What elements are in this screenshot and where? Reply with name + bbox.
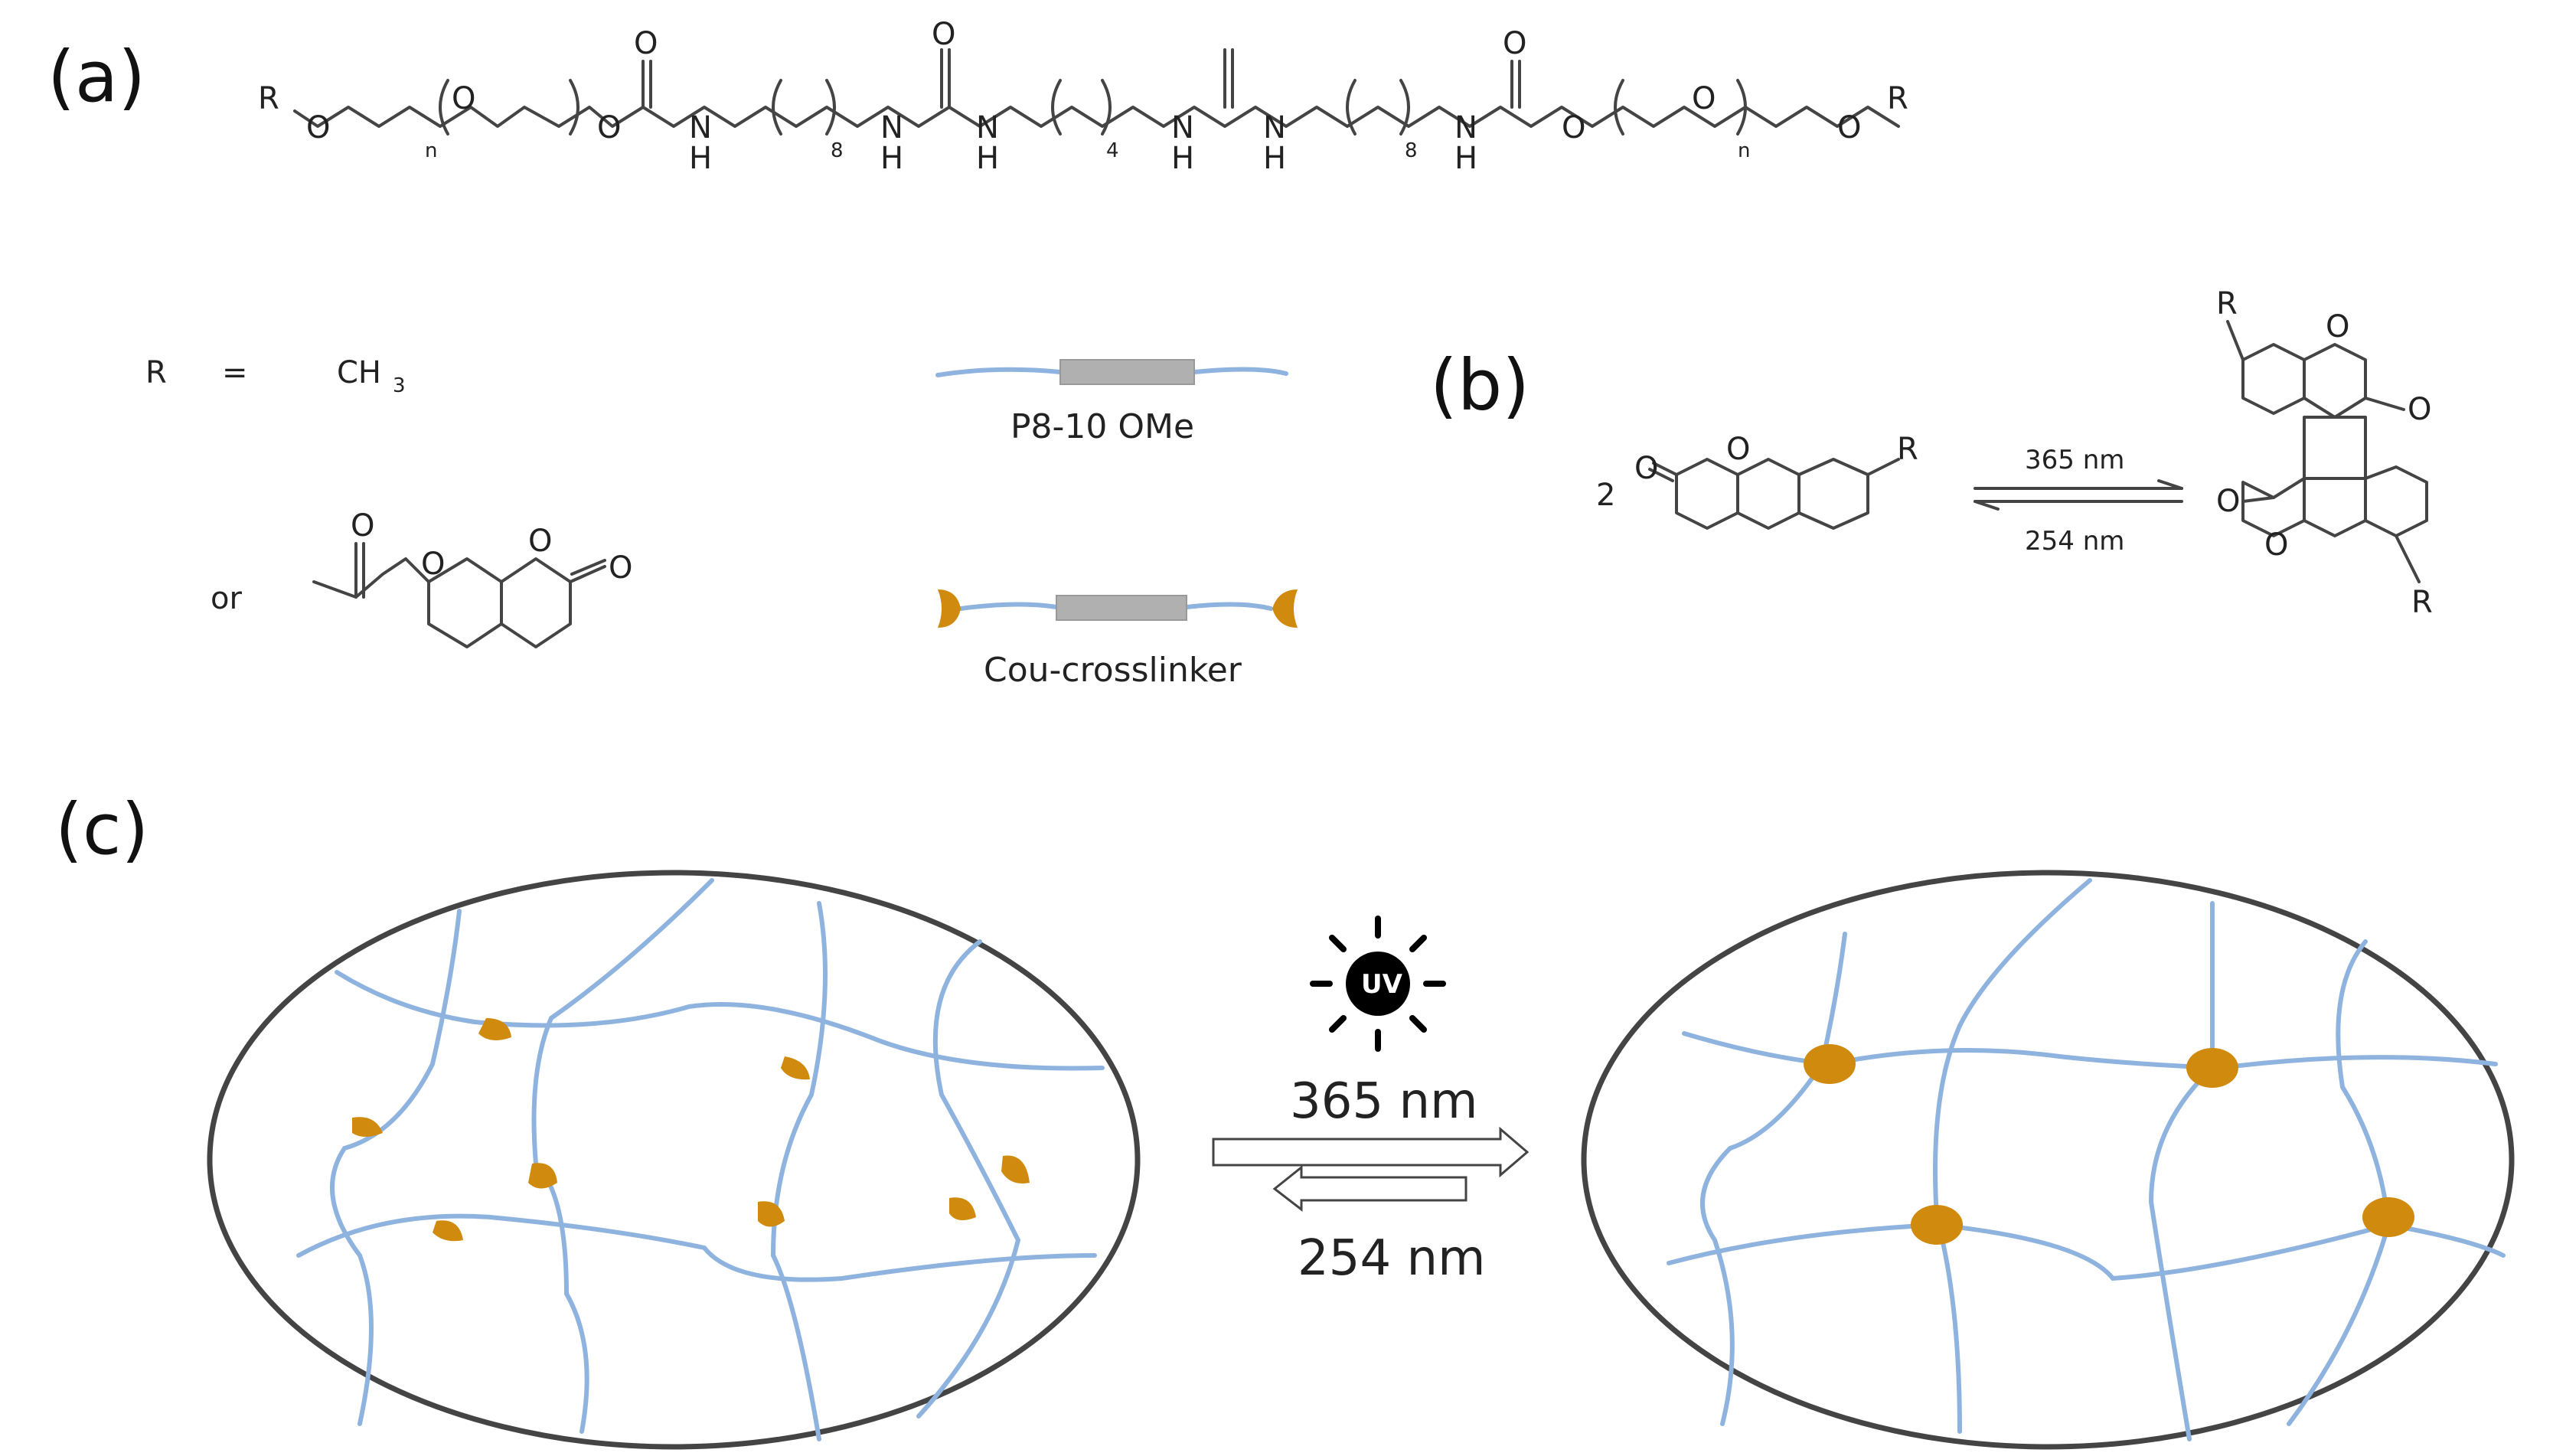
svg-text:4: 4 <box>1106 139 1119 162</box>
svg-text:O: O <box>609 550 632 586</box>
svg-text:254 nm: 254 nm <box>1298 1230 1485 1287</box>
svg-text:n: n <box>1738 139 1750 162</box>
svg-text:O: O <box>1726 432 1750 467</box>
svg-text:H: H <box>1171 141 1194 176</box>
svg-text:O: O <box>597 110 621 145</box>
svg-text:365 nm: 365 nm <box>1290 1073 1477 1130</box>
svg-text:O: O <box>306 110 330 145</box>
svg-text:R: R <box>258 81 279 116</box>
svg-text:O: O <box>1634 451 1658 486</box>
svg-text:R: R <box>1887 81 1908 116</box>
svg-text:R: R <box>145 355 167 390</box>
svg-text:O: O <box>2216 484 2240 519</box>
svg-text:O: O <box>1562 110 1585 145</box>
svg-text:O: O <box>1837 110 1861 145</box>
svg-text:O: O <box>634 26 658 61</box>
svg-text:UV: UV <box>1361 969 1403 1000</box>
equilibrium-arrows-c: 365 nm 254 nm <box>1212 1073 1530 1287</box>
polymer-structure <box>293 48 1900 135</box>
coumarin-substituent: O O O O <box>312 508 632 648</box>
svg-text:O: O <box>2326 309 2349 344</box>
svg-text:O: O <box>1503 26 1526 61</box>
svg-text:N: N <box>689 110 712 145</box>
svg-text:O: O <box>421 547 445 582</box>
svg-text:R: R <box>2216 286 2238 322</box>
svg-text:N: N <box>1454 110 1477 145</box>
legend-cou-crosslinker: Cou-crosslinker <box>938 589 1298 690</box>
svg-text:CH: CH <box>337 355 381 390</box>
svg-text:N: N <box>976 110 999 145</box>
svg-text:H: H <box>1454 141 1477 176</box>
svg-text:O: O <box>2408 392 2431 427</box>
network-crosslinked <box>1581 870 2515 1450</box>
svg-text:2: 2 <box>1596 478 1615 513</box>
uv-sun-icon: UV <box>1310 916 1446 1052</box>
svg-text:H: H <box>1263 141 1286 176</box>
legend-p8-10-ome: P8-10 OMe <box>935 359 1288 446</box>
svg-text:O: O <box>2264 527 2288 563</box>
svg-text:Cou-crosslinker: Cou-crosslinker <box>984 651 1242 690</box>
svg-text:O: O <box>351 508 374 544</box>
svg-text:365 nm: 365 nm <box>2025 445 2124 475</box>
polymer-atom-labels: R O O O O N H N H N H N H N H N H O O O … <box>258 17 1908 176</box>
svg-text:O: O <box>1692 81 1716 116</box>
svg-text:H: H <box>689 141 712 176</box>
panel-label-c: (c) <box>55 788 149 870</box>
network-uncrosslinked <box>207 870 1141 1450</box>
svg-text:3: 3 <box>393 374 406 397</box>
svg-text:O: O <box>528 524 552 559</box>
svg-text:R: R <box>2411 585 2433 620</box>
svg-text:=: = <box>222 355 248 390</box>
svg-text:H: H <box>976 141 999 176</box>
svg-text:254 nm: 254 nm <box>2025 526 2124 557</box>
svg-text:N: N <box>1263 110 1286 145</box>
svg-text:O: O <box>452 81 475 116</box>
svg-text:8: 8 <box>831 139 844 162</box>
svg-text:N: N <box>1171 110 1194 145</box>
panel-label-b: (b) <box>1430 344 1530 426</box>
svg-text:R: R <box>1897 432 1918 467</box>
svg-text:H: H <box>880 141 903 176</box>
svg-text:N: N <box>880 110 903 145</box>
panel-label-a: (a) <box>47 36 145 118</box>
reaction-b: 2 O O R 365 nm 254 nm R R O O O O <box>1596 286 2433 620</box>
svg-text:or: or <box>211 581 242 616</box>
svg-text:O: O <box>932 17 955 52</box>
svg-text:n: n <box>425 139 437 162</box>
svg-text:8: 8 <box>1405 139 1418 162</box>
r-definition: R = CH 3 or <box>145 355 406 616</box>
svg-text:P8-10 OMe: P8-10 OMe <box>1010 407 1194 446</box>
